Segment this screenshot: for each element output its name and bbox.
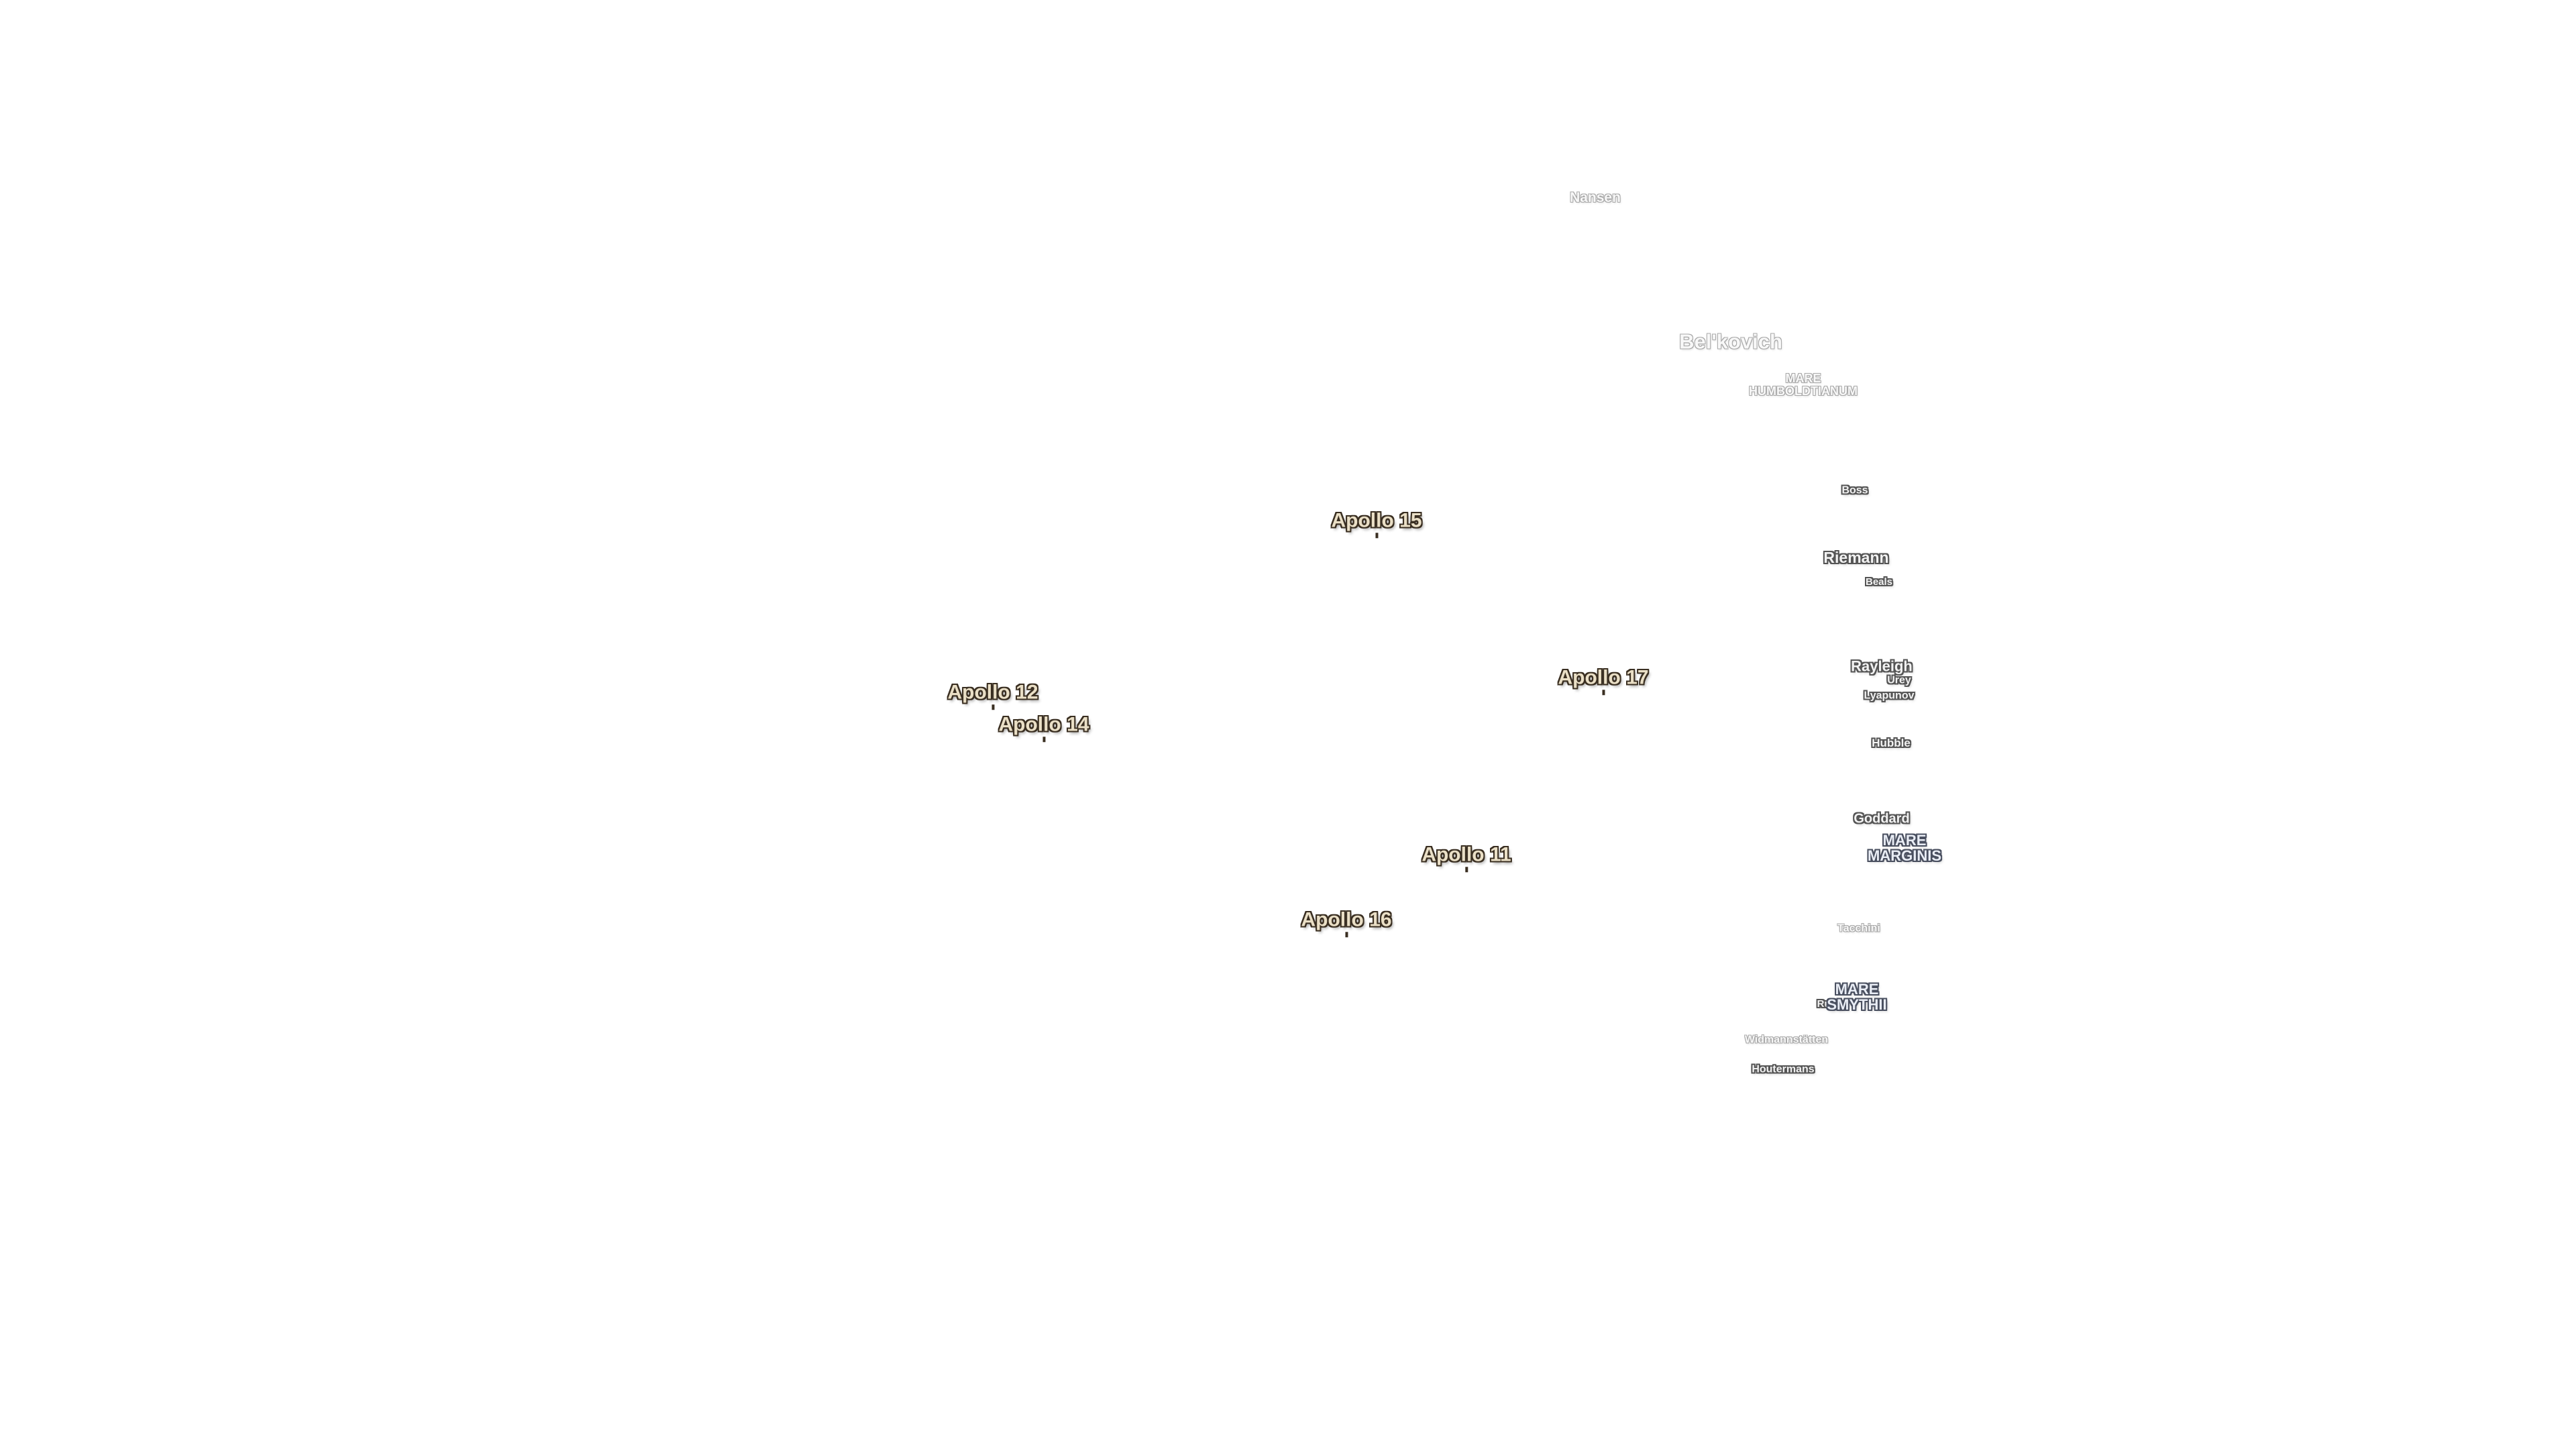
apollo-16-text: Apollo 16 — [1301, 908, 1392, 931]
apollo-17-label[interactable]: Apollo 17 — [1558, 666, 1649, 695]
apollo-11-text: Apollo 11 — [1421, 843, 1511, 866]
mare-label-smythii[interactable]: MARE SMYTHII — [1827, 980, 1887, 1013]
apollo-17-text: Apollo 17 — [1558, 666, 1649, 689]
crater-label-houtermans[interactable]: Houtermans — [1752, 1063, 1815, 1075]
crater-label-beals[interactable]: Beals — [1865, 576, 1893, 588]
mare-label-humboldtianum[interactable]: MARE HUMBOLDTIANUM — [1749, 372, 1858, 398]
apollo-15-marker — [1375, 532, 1378, 538]
crater-label-hubble[interactable]: Hubble — [1872, 737, 1911, 750]
apollo-14-label[interactable]: Apollo 14 — [998, 713, 1089, 742]
apollo-12-text: Apollo 12 — [947, 681, 1038, 704]
apollo-12-label[interactable]: Apollo 12 — [947, 681, 1038, 710]
apollo-11-marker — [1464, 866, 1468, 872]
crater-label-lyapunov[interactable]: Lyapunov — [1864, 690, 1915, 702]
crater-label-belkovich[interactable]: Bel'kovich — [1679, 329, 1782, 354]
crater-label-boss[interactable]: Boss — [1841, 484, 1868, 496]
crater-label-runge[interactable]: Runge — [1817, 998, 1849, 1010]
crater-label-widmannstatten[interactable]: Widmannstätten — [1744, 1034, 1829, 1046]
crater-label-riemann[interactable]: Riemann — [1823, 548, 1889, 566]
crater-label-rayleigh[interactable]: Rayleigh — [1851, 657, 1913, 675]
apollo-16-marker — [1344, 931, 1348, 937]
apollo-15-text: Apollo 15 — [1331, 509, 1422, 532]
apollo-17-marker — [1601, 689, 1605, 695]
apollo-12-marker — [991, 704, 994, 710]
crater-label-urey[interactable]: Urey — [1887, 674, 1911, 686]
apollo-15-label[interactable]: Apollo 15 — [1331, 509, 1422, 538]
crater-label-tacchini[interactable]: Tacchini — [1837, 922, 1880, 934]
apollo-11-label[interactable]: Apollo 11 — [1421, 843, 1511, 872]
apollo-16-label[interactable]: Apollo 16 — [1301, 908, 1392, 937]
apollo-14-text: Apollo 14 — [998, 713, 1089, 736]
mare-label-marginis[interactable]: MARE MARGINIS — [1868, 831, 1941, 864]
apollo-14-marker — [1042, 736, 1045, 742]
crater-label-goddard[interactable]: Goddard — [1854, 811, 1910, 826]
crater-label-nansen[interactable]: Nansen — [1570, 189, 1621, 205]
